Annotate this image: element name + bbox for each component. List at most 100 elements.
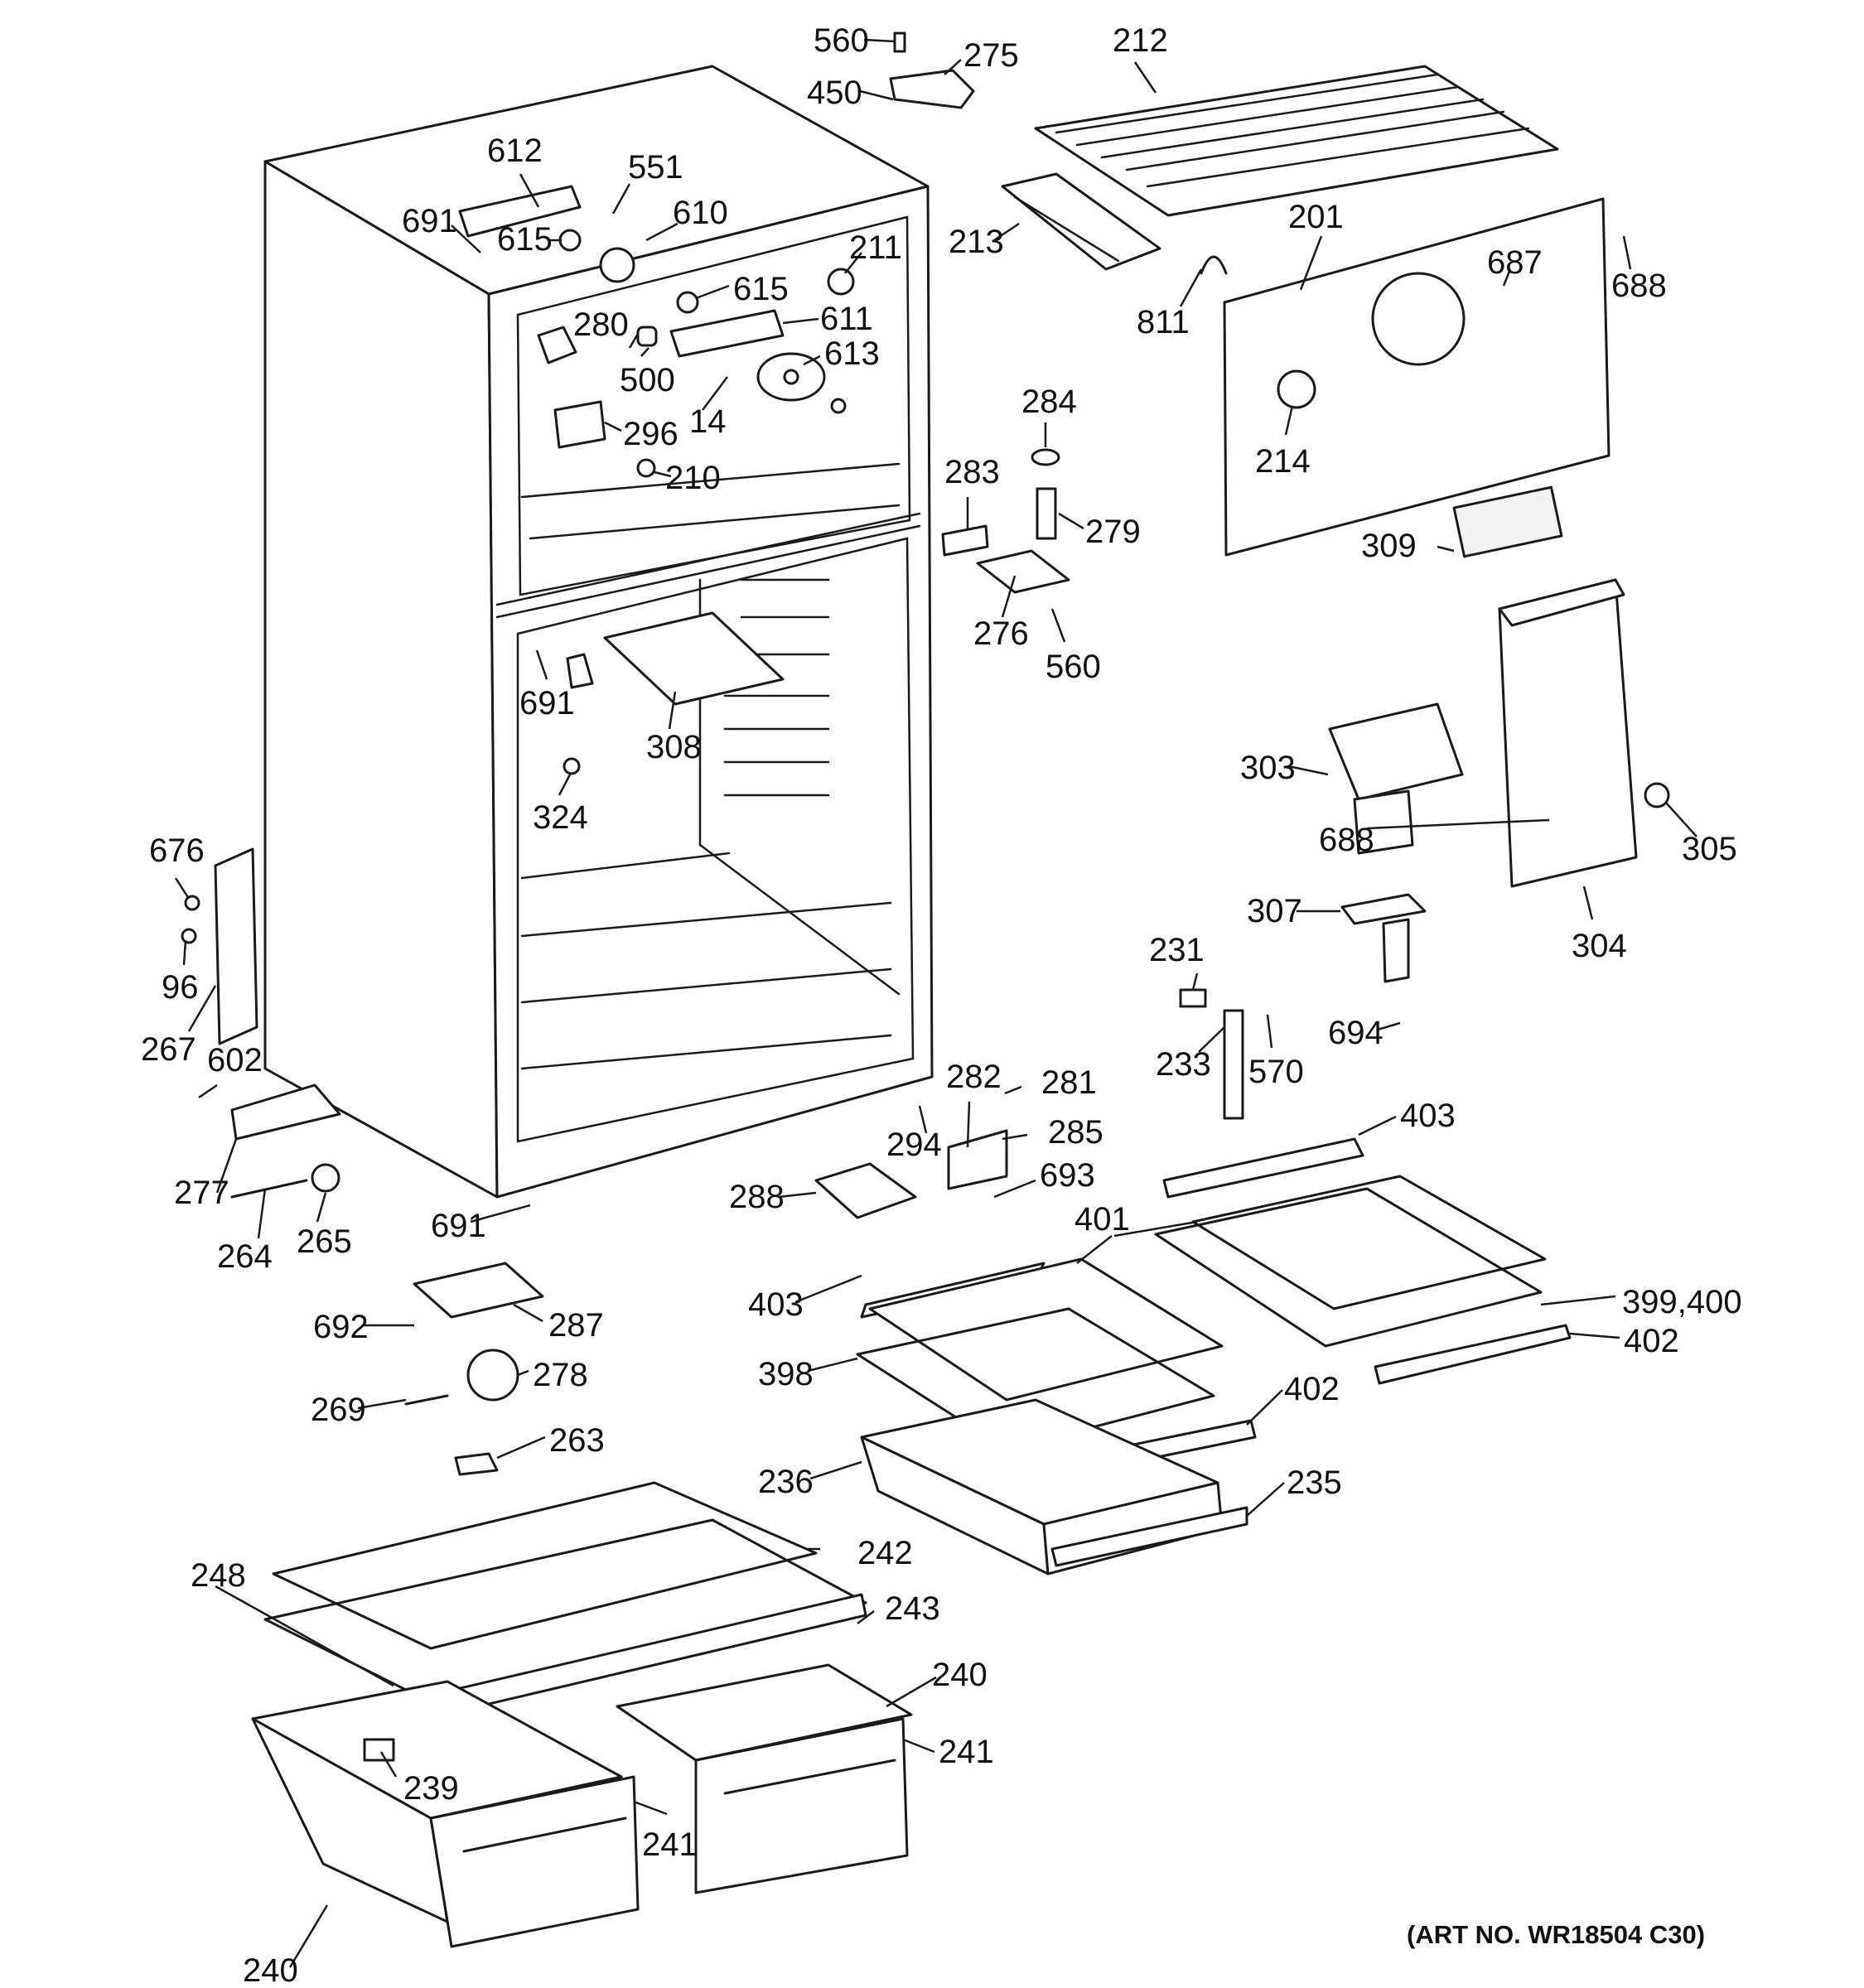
bracket-239 xyxy=(363,1738,395,1762)
callout-263: 263 xyxy=(549,1422,605,1459)
callout-500: 500 xyxy=(620,362,675,398)
screw-96 xyxy=(181,928,197,944)
callout-269: 269 xyxy=(311,1392,366,1428)
rail-233 xyxy=(1223,1009,1244,1120)
rod-264 xyxy=(230,1179,308,1199)
right-mid-parts xyxy=(404,988,1244,1476)
clip-280 xyxy=(537,326,577,364)
callout-239: 239 xyxy=(403,1770,459,1807)
cover-panel-201 xyxy=(1200,197,1610,558)
callout-282: 282 xyxy=(946,1059,1002,1095)
callout-615: 615 xyxy=(497,221,553,258)
callout-275: 275 xyxy=(963,37,1019,74)
label-309 xyxy=(1452,485,1563,558)
freezer-shelf-212 xyxy=(1034,65,1559,217)
callout-240b: 240 xyxy=(243,1952,298,1988)
grommet-500 xyxy=(636,326,658,347)
meat-pan-236 xyxy=(860,1398,1248,1575)
callout-264: 264 xyxy=(217,1238,273,1275)
callout-296: 296 xyxy=(623,416,678,452)
art-number: (ART NO. WR18504 C30) xyxy=(1407,1920,1706,1949)
callout-560: 560 xyxy=(814,22,869,59)
callout-279: 279 xyxy=(1085,514,1141,550)
bracket-611 xyxy=(669,309,785,358)
trim-235 xyxy=(1050,1506,1248,1567)
trim-402 xyxy=(1374,1324,1572,1385)
callout-612: 612 xyxy=(487,133,543,169)
pin-269 xyxy=(404,1394,449,1406)
callout-811: 811 xyxy=(1137,304,1190,340)
bracket-612 xyxy=(458,185,582,238)
plug-324 xyxy=(563,757,581,775)
callout-214: 214 xyxy=(1255,443,1311,480)
callout-283: 283 xyxy=(944,454,1000,490)
callout-402b: 402 xyxy=(1284,1371,1340,1407)
callout-201: 201 xyxy=(1288,199,1344,235)
callout-288: 288 xyxy=(729,1179,785,1215)
callout-281: 281 xyxy=(1041,1064,1097,1101)
duct-303 xyxy=(1328,702,1464,855)
callout-688: 688 xyxy=(1611,268,1667,304)
glass-shelf-398 xyxy=(868,1257,1224,1402)
nut-613b xyxy=(830,398,847,414)
handle-241b xyxy=(723,1759,896,1795)
callout-287: 287 xyxy=(548,1307,604,1344)
screw-210 xyxy=(636,458,656,478)
bracket-267 xyxy=(214,847,258,1045)
callout-276: 276 xyxy=(973,615,1029,652)
plug-305 xyxy=(1644,782,1670,808)
callout-687: 687 xyxy=(1487,244,1543,281)
leader-lines xyxy=(174,38,1697,1968)
frame-243 xyxy=(263,1518,867,1708)
callout-615b: 615 xyxy=(733,271,789,307)
refrigerator-cabinet xyxy=(263,65,934,1199)
callout-691b: 691 xyxy=(519,685,575,721)
glass-shelf-399 xyxy=(1191,1175,1547,1310)
callout-693: 693 xyxy=(1040,1157,1095,1194)
knob-615 xyxy=(558,229,582,252)
callout-248: 248 xyxy=(191,1557,246,1594)
callout-610: 610 xyxy=(673,195,728,231)
drawer-240-front xyxy=(429,1775,640,1948)
callout-304: 304 xyxy=(1572,928,1627,964)
handle-241 xyxy=(462,1817,627,1853)
callout-303: 303 xyxy=(1240,750,1296,786)
knob-615b xyxy=(676,291,699,314)
callout-233: 233 xyxy=(1156,1046,1211,1083)
callout-235: 235 xyxy=(1287,1464,1342,1501)
callout-241b: 241 xyxy=(642,1826,698,1863)
trim-403b xyxy=(1162,1137,1364,1199)
hinge-275 xyxy=(889,69,975,109)
callout-692: 692 xyxy=(313,1309,369,1345)
damper-307 xyxy=(1340,893,1427,983)
callout-294: 294 xyxy=(886,1127,942,1163)
callout-309: 309 xyxy=(1361,528,1417,564)
hinge-276 xyxy=(976,549,1070,594)
callout-277: 277 xyxy=(174,1175,229,1211)
callout-242: 242 xyxy=(857,1535,913,1571)
callout-284: 284 xyxy=(1021,384,1077,420)
callout-241: 241 xyxy=(939,1734,994,1770)
drawer-240b-top xyxy=(616,1663,913,1762)
cabinet-top-parts xyxy=(458,31,975,478)
callout-14: 14 xyxy=(689,403,727,440)
callout-308: 308 xyxy=(646,729,702,765)
clip-691 xyxy=(566,653,594,689)
fresh-food-shelves xyxy=(856,1137,1572,1480)
callout-403b: 403 xyxy=(748,1286,804,1323)
callout-401: 401 xyxy=(1074,1201,1130,1238)
callout-240: 240 xyxy=(932,1657,988,1693)
roller-278 xyxy=(466,1349,519,1402)
callout-402: 402 xyxy=(1624,1323,1679,1359)
ice-tray-213 xyxy=(1001,172,1161,271)
callout-324: 324 xyxy=(533,799,588,836)
bracket-296 xyxy=(553,400,606,449)
callout-210: 210 xyxy=(665,460,721,496)
evaporator-cover-304 xyxy=(1498,578,1670,888)
callout-676: 676 xyxy=(149,832,205,869)
cover-308 xyxy=(603,611,785,706)
mid-parts xyxy=(563,448,1070,775)
callout-602: 602 xyxy=(207,1042,263,1078)
callout-96: 96 xyxy=(162,969,199,1006)
